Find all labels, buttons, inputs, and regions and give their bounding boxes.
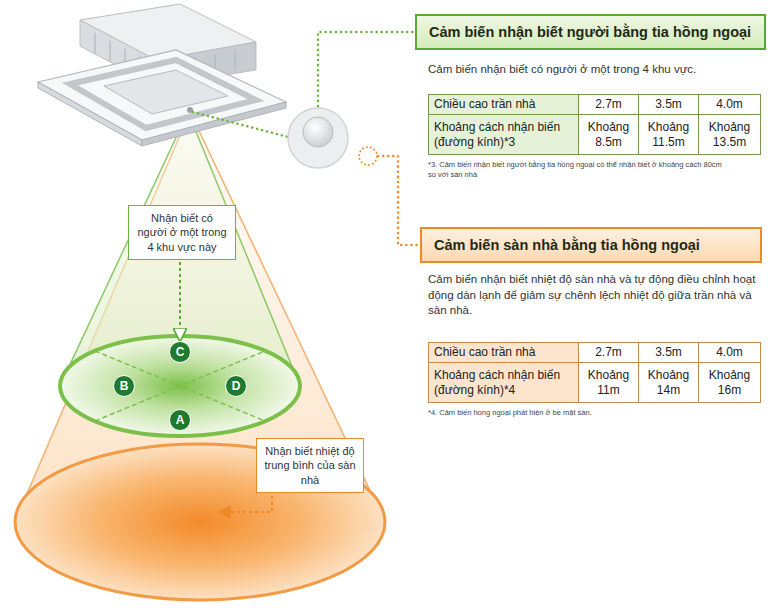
label-text: *3. Cảm biến nhận biết người bằng tia hồ… xyxy=(428,160,722,179)
leader-line xyxy=(193,112,292,138)
table-cell: 4.0m xyxy=(698,342,761,363)
zone-letter: A xyxy=(176,413,185,427)
callout-box: Nhận biết có người ở một trong 4 khu vực… xyxy=(128,205,236,260)
zone-letter: D xyxy=(232,379,241,393)
footnote: *4. Cảm biến hồng ngoại phát hiện ở bề m… xyxy=(428,408,728,418)
table-text: 2.7m xyxy=(595,97,622,111)
leader-line xyxy=(318,32,418,106)
zone-circle-fill xyxy=(226,376,247,397)
table-cell: 2.7m xyxy=(578,94,639,115)
table-cell: Khoảng cách nhận biến (đường kính)*4 xyxy=(428,362,579,403)
table-cell: 3.5m xyxy=(638,94,699,115)
zone-letter: B xyxy=(120,379,129,393)
label-text: Cảm biến nhận biết nhiệt độ sàn nhà và t… xyxy=(428,273,755,316)
zone-circle-fill xyxy=(114,376,135,397)
table-cell: Khoảng 11.5m xyxy=(638,114,699,155)
description: Cảm biến nhận biết nhiệt độ sàn nhà và t… xyxy=(428,272,762,319)
unit-panel xyxy=(38,50,286,140)
table-text: Khoảng 11.5m xyxy=(642,120,695,149)
table-text: 2.7m xyxy=(595,345,622,359)
table-cell: Chiều cao trần nhà xyxy=(428,342,579,363)
table-cell: Khoảng 13.5m xyxy=(698,114,761,155)
table-text: Khoảng cách nhận biến (đường kính)*4 xyxy=(434,368,575,397)
zone-letter: C xyxy=(176,345,185,359)
leader-line xyxy=(378,156,418,245)
sensor-view xyxy=(288,108,348,168)
table-cell: 3.5m xyxy=(638,342,699,363)
table-text: Khoảng 8.5m xyxy=(582,120,635,149)
person-cone xyxy=(60,112,300,436)
table-text: Chiều cao trần nhà xyxy=(434,345,535,359)
label-text: *4. Cảm biến hồng ngoại phát hiện ở bề m… xyxy=(428,408,592,417)
description: Cảm biến nhận biết có người ở một trong … xyxy=(428,62,762,78)
callout-text: Nhận biết có người ở một trong 4 khu vực… xyxy=(135,211,229,254)
table-cell: 4.0m xyxy=(698,94,761,115)
table-cell: Khoảng 14m xyxy=(638,362,699,403)
heading-box: Cảm biến sàn nhà bằng tia hồng ngoại xyxy=(420,227,762,263)
zone-circle: B xyxy=(113,375,135,397)
pointer-arrow xyxy=(179,262,181,339)
unit-louver xyxy=(70,60,256,128)
zone-circle: D xyxy=(225,375,247,397)
unit-grille xyxy=(104,70,228,114)
table-cell: 2.7m xyxy=(578,342,639,363)
floor-area xyxy=(15,444,385,600)
label-text: Cảm biến nhận biết có người ở một trong … xyxy=(428,63,696,75)
person-area xyxy=(60,336,300,436)
leader-arrow xyxy=(220,496,272,512)
sensor-dome xyxy=(303,117,333,147)
table-text: Khoảng 14m xyxy=(642,368,695,397)
table-text: Khoảng 16m xyxy=(702,368,757,397)
table-cell: Khoảng cách nhận biến (đường kính)*3 xyxy=(428,114,579,155)
zone-circle: A xyxy=(169,409,191,431)
heading-text: Cảm biến nhận biết người bằng tia hồng n… xyxy=(429,24,751,40)
table-cell: Khoảng 8.5m xyxy=(578,114,639,155)
heading-text: Cảm biến sàn nhà bằng tia hồng ngoại xyxy=(434,237,700,253)
zone-circle-fill xyxy=(170,410,191,431)
table-text: Khoảng 13.5m xyxy=(702,120,757,149)
table-text: 3.5m xyxy=(655,345,682,359)
zone-circle-fill xyxy=(170,342,191,363)
floor-sensor-mark xyxy=(359,147,377,165)
callout-text: Nhận biết nhiệt độ trung bình của sàn nh… xyxy=(263,444,357,487)
footnote: *3. Cảm biến nhận biết người bằng tia hồ… xyxy=(428,160,728,180)
table-cell: Chiều cao trần nhà xyxy=(428,94,579,115)
floor-cone xyxy=(15,112,385,600)
table-text: 4.0m xyxy=(716,97,743,111)
callout-box: Nhận biết nhiệt độ trung bình của sàn nh… xyxy=(256,438,364,493)
table-text: Khoảng 11m xyxy=(582,368,635,397)
table-text: 4.0m xyxy=(716,345,743,359)
zone-circle: C xyxy=(169,341,191,363)
table-text: Chiều cao trần nhà xyxy=(434,97,535,111)
table-text: Khoảng cách nhận biến (đường kính)*3 xyxy=(434,120,575,149)
table-cell: Khoảng 11m xyxy=(578,362,639,403)
table-text: 3.5m xyxy=(655,97,682,111)
table-cell: Khoảng 16m xyxy=(698,362,761,403)
heading-box: Cảm biến nhận biết người bằng tia hồng n… xyxy=(415,14,766,50)
